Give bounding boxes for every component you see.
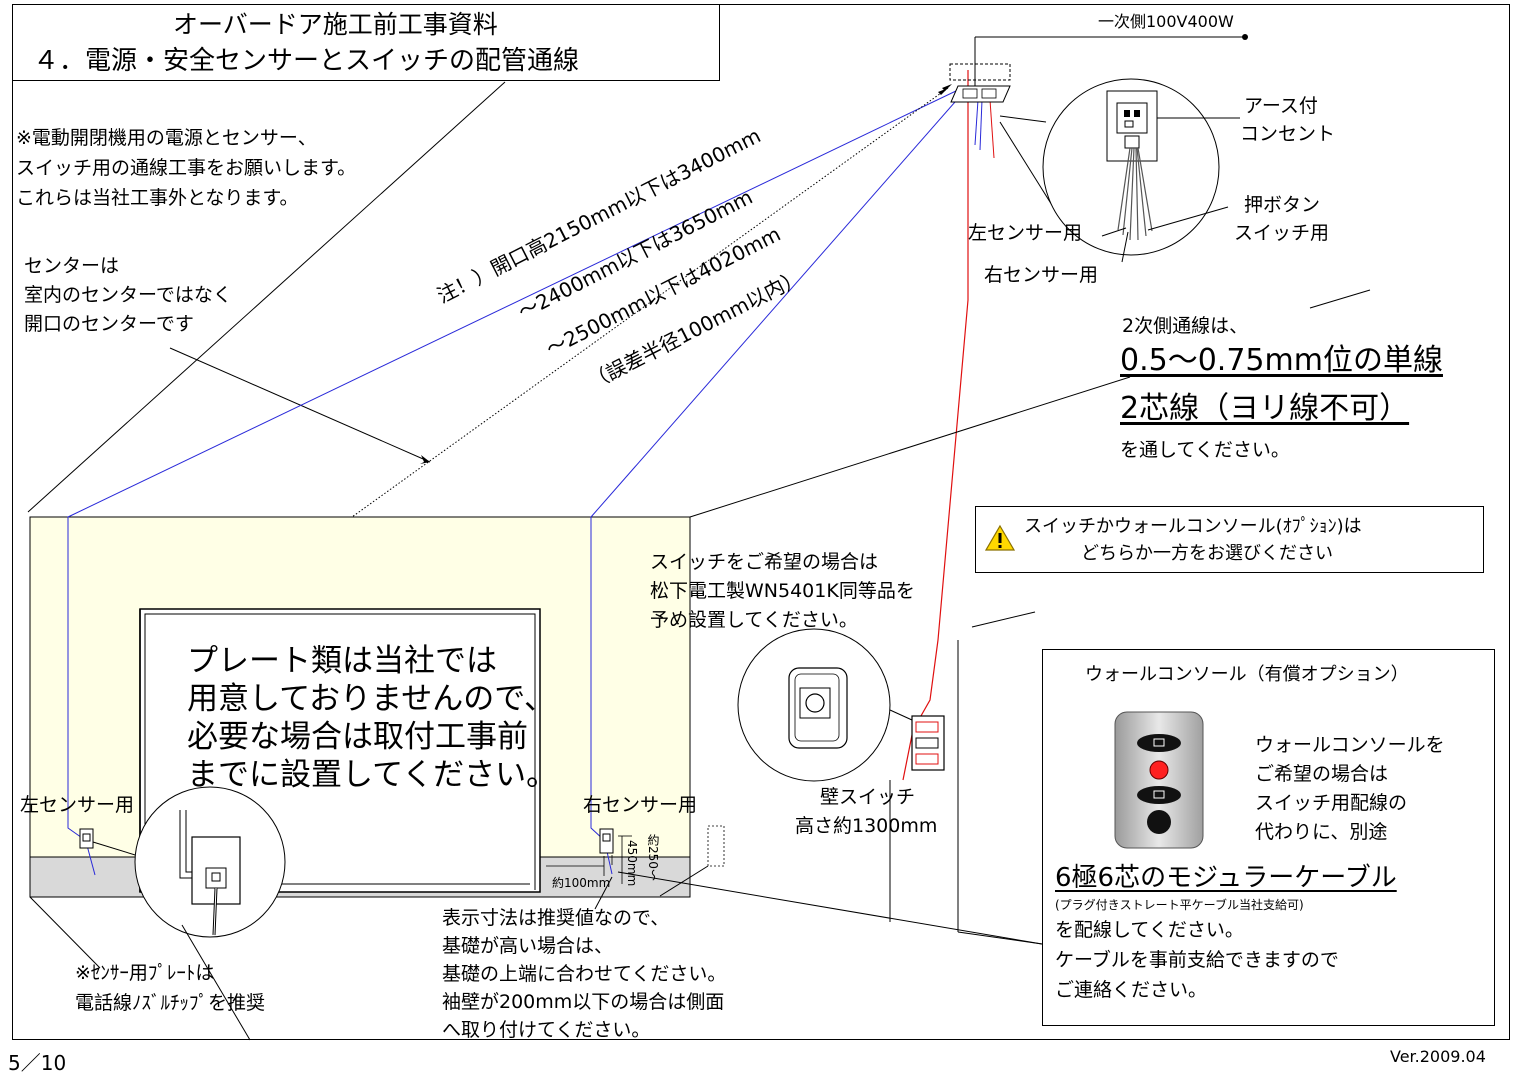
wc-tail-3: ご連絡ください。 bbox=[1055, 979, 1208, 1001]
dim-100: 約100mm bbox=[552, 876, 611, 890]
dim-250: 約250～ bbox=[646, 834, 660, 881]
secondary-3: 2芯線（ヨリ線不可） bbox=[1120, 391, 1410, 426]
intro-note-3: これらは当社工事外となります。 bbox=[16, 187, 299, 209]
switch-wire-red bbox=[902, 70, 969, 781]
switch-box-3d bbox=[911, 715, 945, 771]
warning-line-2: どちらか一方をお選びください bbox=[1081, 543, 1333, 564]
console-red-light bbox=[1149, 760, 1169, 780]
plate-note-1: プレート類は当社では bbox=[187, 643, 497, 679]
secondary-4: を通してください。 bbox=[1120, 439, 1290, 461]
switch-note-3: 予め設置してください。 bbox=[650, 609, 858, 631]
wc-cable-note: (プラグ付きストレート平ケーブル当社支給可) bbox=[1055, 898, 1304, 912]
outlet-plate-small bbox=[950, 85, 1011, 103]
primary-label: 一次側100V400W bbox=[1098, 12, 1234, 31]
wall-console-device bbox=[1114, 711, 1204, 849]
sensor-plate-note-1: ※ｾﾝｻｰ用ﾌﾟﾚｰﾄは bbox=[75, 962, 215, 984]
warning-box: スイッチかウォールコンソール(ｵﾌﾟｼｮﾝ)は どちらか一方をお選びください bbox=[975, 506, 1484, 573]
right-sensor-wire-label: 右センサー用 bbox=[984, 264, 1099, 286]
wc-cable: 6極6芯のモジュラーケーブル bbox=[1055, 863, 1397, 893]
wc-tail-1: を配線してください。 bbox=[1055, 919, 1244, 941]
dim-450: 450mm bbox=[625, 840, 639, 887]
warning-line-1: スイッチかウォールコンソール(ｵﾌﾟｼｮﾝ)は bbox=[1024, 516, 1362, 537]
center-note-2: 室内のセンターではなく bbox=[24, 284, 232, 306]
version: Ver.2009.04 bbox=[1390, 1047, 1486, 1066]
left-sensor-label: 左センサー用 bbox=[20, 794, 135, 816]
wall-console-title: ウォールコンソール（有償オプション） bbox=[1085, 664, 1409, 685]
outlet-label-2: コンセント bbox=[1240, 123, 1336, 145]
left-sensor-wire-label: 左センサー用 bbox=[968, 222, 1083, 244]
wall-switch-2: 高さ約1300mm bbox=[795, 815, 938, 837]
console-down-button bbox=[1137, 786, 1181, 804]
title-leader-line bbox=[27, 81, 506, 513]
center-note-3: 開口のセンターです bbox=[24, 313, 194, 335]
wc-desc-2: ご希望の場合は bbox=[1255, 763, 1389, 785]
outlet-zoom-circle bbox=[1042, 78, 1220, 256]
warning-icon bbox=[985, 524, 1015, 551]
sensor-plate-note-2: 電話線ﾉｽﾞﾙﾁｯﾌﾟを推奨 bbox=[75, 992, 266, 1014]
junction-box bbox=[949, 63, 1011, 81]
recommend-4: 袖壁が200mm以下の場合は側面 bbox=[442, 991, 725, 1013]
right-sensor-label: 右センサー用 bbox=[583, 794, 698, 816]
recommend-2: 基礎が高い場合は、 bbox=[442, 935, 614, 957]
intro-note-2: スイッチ用の通線工事をお願いします。 bbox=[16, 157, 357, 179]
push-label-1: 押ボタン bbox=[1244, 194, 1321, 216]
secondary-1: 2次側通線は、 bbox=[1122, 315, 1249, 337]
outlet-label-1: アース付 bbox=[1244, 95, 1318, 117]
wall-switch-1: 壁スイッチ bbox=[820, 786, 916, 808]
secondary-2: 0.5～0.75mm位の単線 bbox=[1120, 343, 1443, 378]
console-up-button bbox=[1137, 734, 1181, 752]
center-arrow bbox=[420, 455, 430, 464]
center-note-1: センターは bbox=[24, 255, 120, 277]
title-line-2: ４．電源・安全センサーとスイッチの配管通線 bbox=[33, 46, 580, 76]
wall-console-box: ウォールコンソール（有償オプション） ウォールコンソールを ご希望の場合は スイ… bbox=[1042, 649, 1495, 1026]
push-label-2: スイッチ用 bbox=[1234, 222, 1330, 244]
page-number: 5／10 bbox=[8, 1051, 67, 1075]
plate-note-3: 必要な場合は取付工事前 bbox=[187, 719, 528, 755]
left-sensor-wire bbox=[67, 89, 959, 841]
recommend-1: 表示寸法は推奨値なので、 bbox=[442, 907, 670, 929]
wc-desc-3: スイッチ用配線の bbox=[1255, 792, 1408, 814]
title-box: オーバードア施工前工事資料 ４．電源・安全センサーとスイッチの配管通線 bbox=[12, 4, 720, 81]
recommend-3: 基礎の上端に合わせてください。 bbox=[442, 963, 727, 985]
wc-desc-4: 代わりに、別途 bbox=[1255, 821, 1388, 843]
plate-note-2: 用意しておりませんので、 bbox=[187, 681, 555, 717]
title-line-1: オーバードア施工前工事資料 bbox=[173, 10, 498, 39]
switch-note-2: 松下電工製WN5401K同等品を bbox=[650, 580, 915, 602]
left-sensor-plate bbox=[79, 828, 94, 849]
right-sensor-wire bbox=[590, 93, 963, 841]
wc-tail-2: ケーブルを事前支給できますので bbox=[1055, 949, 1339, 971]
intro-note-1: ※電動開閉機用の電源とセンサー、 bbox=[16, 127, 317, 149]
plate-note-4: までに設置してください。 bbox=[187, 757, 558, 793]
switch-note-1: スイッチをご希望の場合は bbox=[650, 551, 879, 573]
console-black-button bbox=[1147, 810, 1171, 834]
recommend-5: へ取り付けてください。 bbox=[442, 1019, 651, 1041]
center-note-leader bbox=[169, 347, 431, 463]
wc-desc-1: ウォールコンソールを bbox=[1255, 734, 1445, 756]
page-frame bbox=[12, 4, 1510, 1040]
